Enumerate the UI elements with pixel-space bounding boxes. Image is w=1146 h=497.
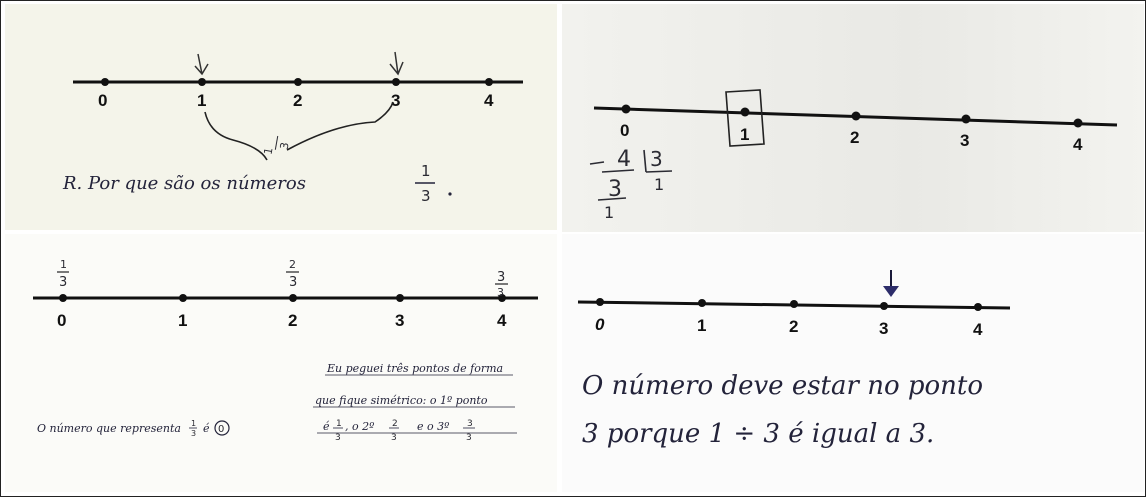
arc-fraction: 1 3: [261, 135, 292, 156]
tick-dot: [698, 299, 706, 307]
panel-top-right: 0 1 2 3 4 4 3 1 3 1: [562, 4, 1144, 232]
left-frac-num: 1: [191, 419, 196, 428]
tick-dot: [596, 298, 604, 306]
right-frac-num: 1: [336, 419, 342, 429]
tick-label: 3: [391, 91, 400, 110]
tick-dot: [974, 303, 982, 311]
panel-top-left: 0 1 2 3 4 1 3 R. Por que são os números …: [5, 4, 557, 230]
right-frac-den: 3: [466, 433, 472, 443]
tick-label: 0: [57, 311, 66, 330]
arc-right: [286, 101, 394, 151]
work-b-top: 3: [650, 147, 663, 171]
tick-label: 3: [879, 319, 888, 338]
tick-dot: [392, 78, 400, 86]
arc-fraction-den: 3: [278, 141, 292, 150]
down-arrow-icon: [389, 51, 404, 76]
tick-dot: [790, 300, 798, 308]
tick-dot: [851, 111, 861, 121]
tick-label: 0: [595, 315, 605, 334]
tick-label: 2: [789, 317, 798, 336]
tick-label: 4: [1073, 135, 1083, 154]
left-circled: 0: [218, 424, 224, 435]
tick-label: 2: [293, 91, 302, 110]
tick-label: 0: [620, 121, 629, 140]
down-arrow-icon: [883, 286, 899, 297]
answer-line2: 3 porque 1 ÷ 3 é igual a 3.: [582, 419, 934, 449]
tick-dot: [1073, 118, 1083, 128]
right-line1: Eu peguei três pontos de forma: [326, 362, 503, 375]
tick-label: 1: [178, 311, 187, 330]
tick-dot: [289, 294, 297, 302]
tick-dot: [621, 104, 631, 114]
right-line2: que fique simétrico: o 1º ponto: [315, 394, 488, 407]
right-frac-num: 2: [392, 419, 398, 429]
work-b-bot: 1: [654, 175, 664, 194]
tick-dot: [740, 107, 750, 117]
tick-dot: [294, 78, 302, 86]
left-frac-den: 3: [191, 429, 196, 438]
down-arrow-icon: [194, 53, 209, 76]
answer-text: R. Por que são os números: [62, 173, 306, 194]
answer-line1: O número deve estar no ponto: [582, 371, 983, 401]
right-line3c: e o 3º: [417, 420, 449, 433]
arc-fraction-num: 1: [261, 147, 275, 156]
fraction-num: 1: [421, 162, 431, 180]
tick-label: 1: [197, 91, 206, 110]
tick-dot: [179, 294, 187, 302]
tick-label: 0: [98, 91, 107, 110]
tick-label: 3: [395, 311, 404, 330]
panel-bottom-left: 0 1 2 3 4 1 3 2 3 3 3 O número que repre…: [5, 234, 557, 492]
fraction-den: 3: [421, 187, 431, 205]
tick-label: 4: [973, 320, 983, 339]
tick-label: 4: [484, 91, 494, 110]
tick-label: 2: [850, 128, 859, 147]
right-frac-num: 3: [467, 419, 473, 429]
mark-den: 3: [289, 275, 297, 290]
arc-left: [204, 111, 268, 161]
tick-dot: [59, 294, 67, 302]
tick-label: 1: [697, 316, 706, 335]
right-frac-den: 3: [335, 433, 341, 443]
mark-den: 3: [59, 275, 67, 290]
tick-dot: [498, 294, 506, 302]
right-frac-den: 3: [391, 433, 397, 443]
tick-dot: [396, 294, 404, 302]
right-line3a: é: [323, 420, 330, 433]
work-a-top: 4: [617, 147, 631, 172]
mark-num: 2: [289, 258, 296, 271]
tick-label: 4: [497, 311, 507, 330]
tick-label: 1: [740, 125, 749, 144]
work-a-bot: 1: [604, 203, 614, 222]
tick-label: 3: [960, 131, 969, 150]
left-answer: é: [203, 422, 210, 435]
tick-dot: [880, 302, 888, 310]
mark-num: 1: [60, 258, 67, 271]
right-line3b: , o 2º: [345, 420, 374, 433]
tick-dot: [961, 114, 971, 124]
tick-dot: [198, 78, 206, 86]
tick-label: 2: [288, 311, 297, 330]
box-highlight: [725, 89, 765, 147]
panel-bottom-right: 0 1 2 3 4 O número deve estar no ponto 3…: [562, 234, 1144, 492]
mark-num: 3: [497, 270, 505, 285]
mark-den: 3: [497, 286, 504, 299]
tick-dot: [101, 78, 109, 86]
work-a-mid: 3: [608, 177, 622, 202]
left-text: O número que representa: [37, 422, 181, 435]
tick-dot: [485, 78, 493, 86]
